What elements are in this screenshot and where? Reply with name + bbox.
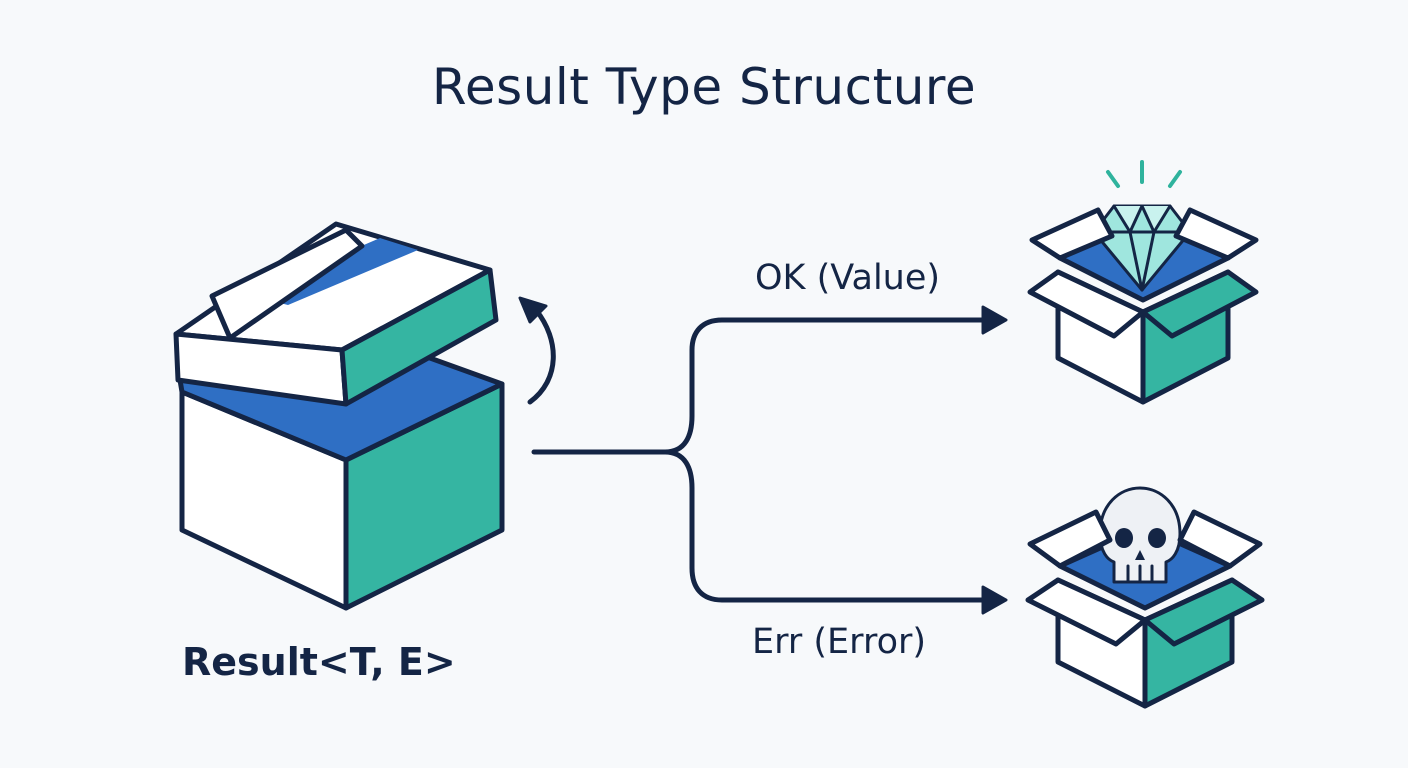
diamond-sparkle	[1106, 160, 1182, 188]
err-box-flap-front-left	[1025, 577, 1148, 647]
ok-box-flap-back-right	[1173, 207, 1259, 261]
diagram-title: Result Type Structure	[431, 58, 977, 116]
err-box	[1025, 486, 1265, 709]
result-box-lid-side	[339, 267, 499, 407]
open-lid-arrow	[518, 296, 556, 405]
err-arrowhead	[981, 585, 1008, 615]
err-box-flap-front-right	[1142, 577, 1265, 647]
err-box-flap-back-left	[1027, 509, 1113, 569]
ok-box-flap-front-left	[1027, 269, 1146, 339]
diamond-icon	[1092, 204, 1192, 292]
err-branch-label: Err (Error)	[752, 622, 927, 662]
err-box-flap-back-right	[1177, 509, 1263, 569]
ok-arrowhead	[981, 305, 1008, 335]
branch-connector	[531, 305, 1008, 615]
ok-box-flap-back-left	[1029, 207, 1115, 261]
skull-icon	[1098, 486, 1182, 584]
result-type-label: Result<T, E>	[182, 640, 456, 684]
ok-box-flap-front-right	[1140, 269, 1259, 339]
connector-ok-branch	[662, 317, 991, 455]
connector-err-branch	[662, 449, 991, 603]
ok-box	[1027, 160, 1259, 405]
result-box-lid-flap	[209, 227, 365, 341]
result-box	[173, 221, 505, 611]
ok-branch-label: OK (Value)	[755, 258, 941, 298]
